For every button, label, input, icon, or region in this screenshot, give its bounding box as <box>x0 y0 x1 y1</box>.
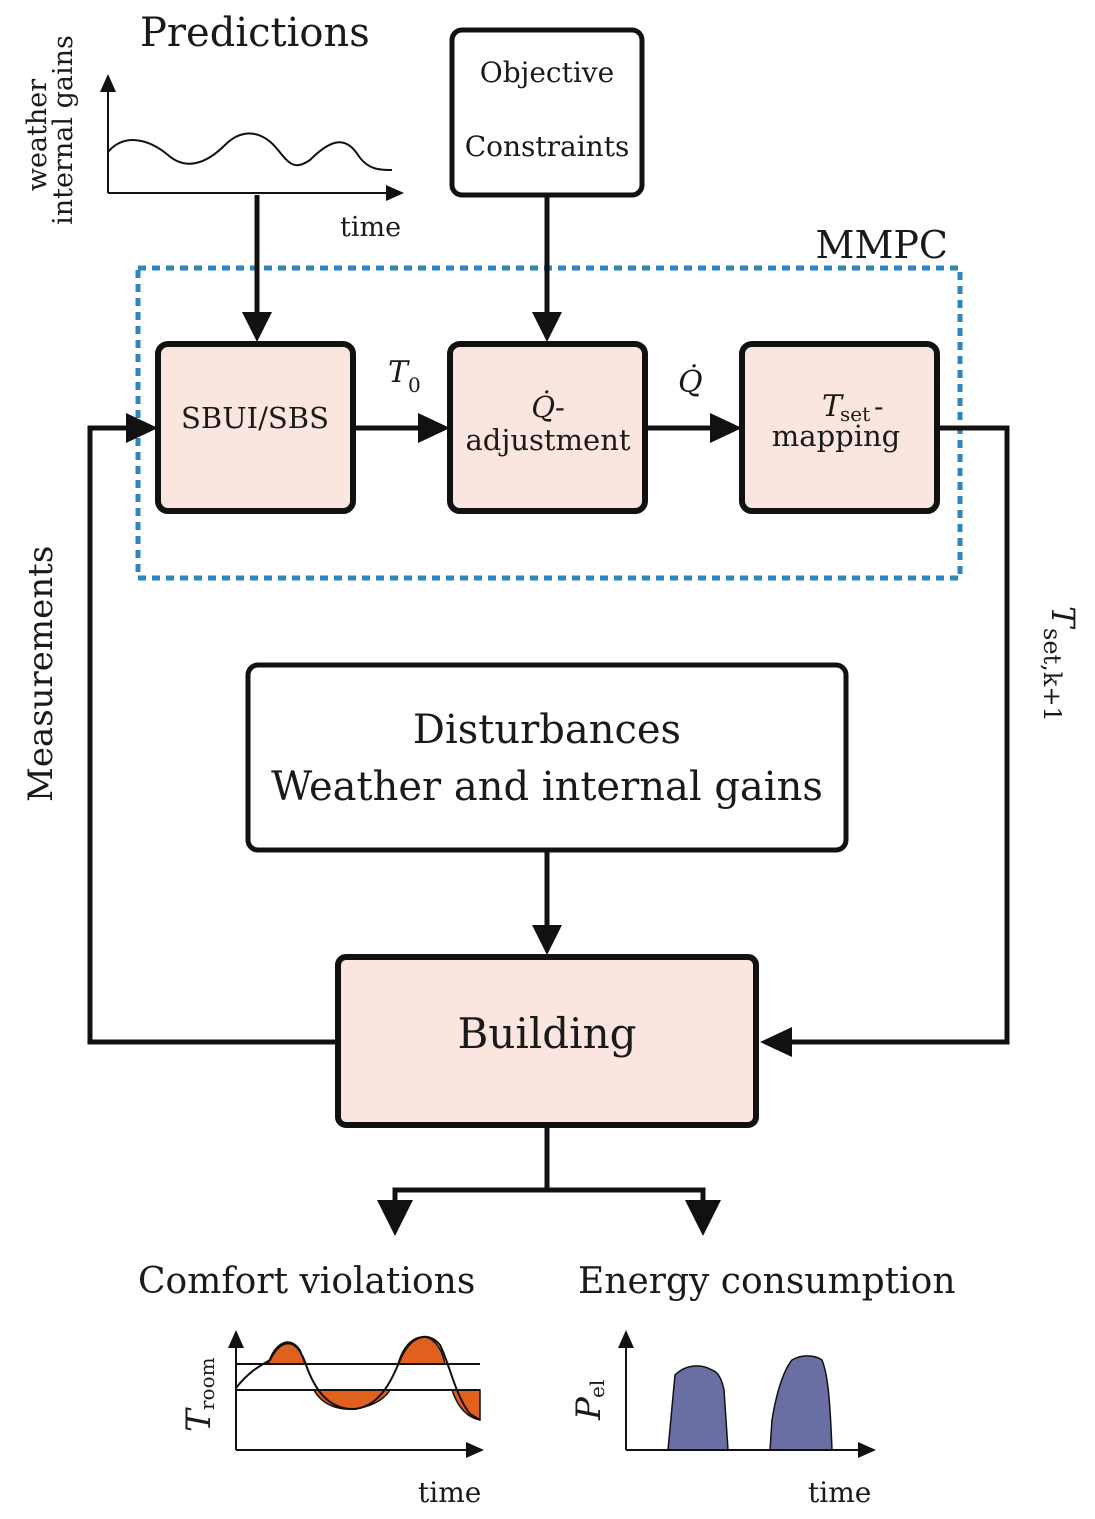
comfort-y-arrowhead <box>228 1330 244 1348</box>
tset-label: mapping <box>772 419 900 453</box>
comfort-ylabel-symbol: T <box>179 1407 219 1432</box>
predictions-ylabel-gains: internal gains <box>48 35 79 225</box>
qadj-symbol: Q̇- <box>531 390 565 424</box>
building-block: Building <box>335 954 759 1128</box>
mmpc-label: MMPC <box>816 223 948 267</box>
comfort-plot: Comfort violations T room time <box>138 1261 484 1509</box>
comfort-violation-lower-1 <box>312 1389 392 1410</box>
connection-wires <box>87 195 1010 1236</box>
objective-label: Objective <box>480 56 614 89</box>
arrowhead-tset-building <box>760 1027 792 1057</box>
predictions-y-arrowhead <box>100 74 116 92</box>
tset-subscript: set <box>840 402 870 426</box>
tset-block: T set - mapping <box>739 341 940 514</box>
tset-symbol: T <box>822 389 844 424</box>
predictions-curve <box>107 132 393 171</box>
wire-measurements-loop <box>87 425 338 1045</box>
arrowhead-qadj-tset <box>710 413 742 443</box>
qadj-block: Q̇- adjustment <box>447 341 648 514</box>
disturbances-subtitle: Weather and internal gains <box>271 764 823 810</box>
constraints-label: Constraints <box>465 130 630 163</box>
qdot-label: Q̇ <box>678 365 703 400</box>
tset-k1-symbol: T <box>1044 606 1082 630</box>
arrowhead-energy <box>685 1200 721 1236</box>
tset-k1-subscript: set,k+1 <box>1038 628 1066 722</box>
comfort-violation-lower-2 <box>450 1389 481 1421</box>
predictions-title: Predictions <box>140 10 370 56</box>
wire-building-to-comfort <box>392 1125 550 1210</box>
arrowhead-objective-qadj <box>532 312 562 342</box>
wire-building-to-energy <box>547 1187 706 1210</box>
energy-plot: Energy consumption P el time <box>569 1261 956 1509</box>
tset-dash: - <box>874 390 883 423</box>
comfort-ylabel-subscript: room <box>195 1357 219 1410</box>
energy-title: Energy consumption <box>578 1261 956 1302</box>
predictions-plot: Predictions weather internal gains time <box>22 10 404 243</box>
energy-x-arrowhead <box>858 1442 876 1458</box>
energy-y-arrowhead <box>618 1330 634 1348</box>
comfort-title: Comfort violations <box>138 1261 475 1302</box>
disturbances-title: Disturbances <box>413 707 681 753</box>
signal-labels: T 0 Q̇ Measurements T set,k+1 <box>21 355 1082 802</box>
building-label: Building <box>457 1009 636 1058</box>
t0-symbol: T <box>388 355 410 390</box>
measurements-label: Measurements <box>21 546 61 802</box>
predictions-x-arrowhead <box>386 185 404 201</box>
wire-tset-to-building <box>790 425 1010 1045</box>
energy-consumption-block-2 <box>769 1355 833 1451</box>
qadj-label: adjustment <box>465 423 630 457</box>
comfort-xlabel: time <box>418 1476 481 1509</box>
energy-xlabel: time <box>808 1476 871 1509</box>
sbui-block: SBUI/SBS <box>155 341 356 514</box>
t0-subscript: 0 <box>408 373 421 397</box>
predictions-xlabel: time <box>340 212 401 243</box>
objective-constraints-box: Objective Constraints <box>449 27 645 198</box>
energy-ylabel-subscript: el <box>585 1380 609 1398</box>
arrowhead-comfort <box>377 1200 413 1236</box>
arrowhead-predictions-sbui <box>242 312 272 342</box>
energy-ylabel-symbol: P <box>569 1396 609 1421</box>
comfort-x-arrowhead <box>466 1442 484 1458</box>
arrowhead-disturbances-building <box>532 925 562 955</box>
disturbances-box: Disturbances Weather and internal gains <box>245 662 849 853</box>
comfort-temperature-curve <box>235 1335 481 1421</box>
predictions-ylabel-weather: weather <box>22 79 53 191</box>
sbui-label: SBUI/SBS <box>181 401 329 435</box>
arrowhead-measurements-sbui <box>126 413 158 443</box>
arrowhead-sbui-qadj <box>418 413 450 443</box>
energy-consumption-block-1 <box>667 1365 729 1451</box>
